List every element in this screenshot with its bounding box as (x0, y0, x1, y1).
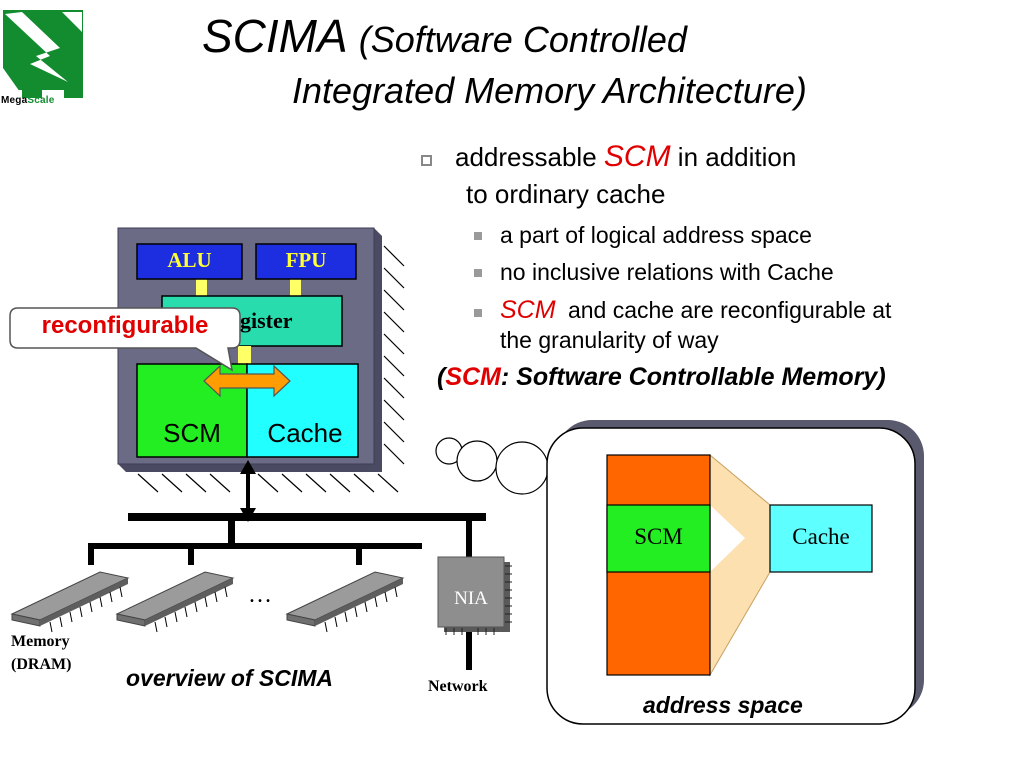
thought-bubble-medium (456, 440, 498, 482)
sub-bullet-1: a part of logical address space (500, 222, 812, 248)
bullet-1-scm: SCM (603, 140, 671, 173)
sub-bullet-2: no inclusive relations with Cache (500, 259, 834, 285)
slide-title: SCIMA (Software Controlled (202, 8, 687, 68)
address-space-caption: address space (643, 692, 803, 718)
address-scm-label: SCM (634, 524, 683, 549)
title-paren-line1: (Software Controlled (358, 19, 687, 60)
memory-bus (88, 543, 422, 549)
mapping-notch (710, 505, 745, 572)
memory-bus-leg-1 (88, 543, 94, 565)
address-cache-box (769, 504, 873, 573)
cache-label: Cache (267, 418, 343, 448)
sub-bullet-3-line1: SCM and cache are reconfigurable at (500, 296, 892, 324)
memory-label-line2: (DRAM) (11, 656, 72, 673)
scm-label: SCM (163, 418, 221, 448)
bus-arrowhead-up (240, 460, 256, 474)
memory-module (285, 571, 405, 633)
register-memory-link (238, 346, 251, 364)
alu-register-link (196, 279, 207, 297)
bus-drop (228, 521, 235, 546)
sub-bullet-icon (474, 232, 482, 240)
network-line (466, 630, 472, 670)
sub-bullet-icon (474, 269, 482, 277)
title-paren-line2: Integrated Memory Architecture) (292, 70, 807, 111)
title-main: SCIMA (202, 10, 346, 62)
scm-definition: (SCM: Software Controllable Memory) (437, 363, 886, 391)
fpu-label: FPU (285, 248, 327, 272)
memory-module (10, 571, 130, 633)
ellipsis-label: … (248, 582, 272, 608)
main-bus (128, 513, 486, 521)
bullet-1-line1: addressable SCM in addition (455, 140, 797, 173)
bullet-square-icon (421, 155, 432, 166)
register-label: gister (240, 308, 293, 333)
network-label: Network (428, 678, 488, 695)
address-cache-label: Cache (792, 524, 850, 549)
memory-bus-leg-3 (356, 543, 362, 565)
chip-bottom-pins (137, 473, 399, 493)
reconfigurable-label: reconfigurable (41, 312, 209, 339)
address-scm-region (606, 504, 711, 573)
overview-caption: overview of SCIMA (126, 665, 334, 691)
fpu-box (255, 243, 357, 280)
nia-chip (437, 556, 512, 635)
definition-scm: SCM (445, 363, 501, 391)
reconfigurable-callout (9, 307, 241, 372)
thought-bubble-large (495, 441, 549, 495)
logo-text-scale: Scale (27, 95, 55, 106)
bullet-1-line2: to ordinary cache (466, 179, 666, 209)
alu-label: ALU (167, 248, 212, 272)
memory-bus-leg-2 (188, 543, 194, 565)
memory-label-line1: Memory (11, 633, 70, 650)
memory-module (115, 571, 235, 633)
megascale-logo-graphic (3, 10, 83, 98)
megascale-logo: MegaScale (0, 8, 86, 112)
alu-box (136, 243, 243, 280)
nia-label: NIA (454, 588, 488, 609)
nia-bus-link (466, 521, 472, 561)
sub-bullet-icon (474, 309, 482, 317)
chip-right-pins (383, 245, 405, 465)
sub-bullet-3-scm: SCM (500, 296, 556, 324)
reconfigure-double-arrow (203, 364, 291, 398)
fpu-register-link (290, 279, 301, 297)
sub-bullet-3-line2: the granularity of way (500, 327, 719, 353)
logo-text-mega: Mega (1, 95, 28, 106)
